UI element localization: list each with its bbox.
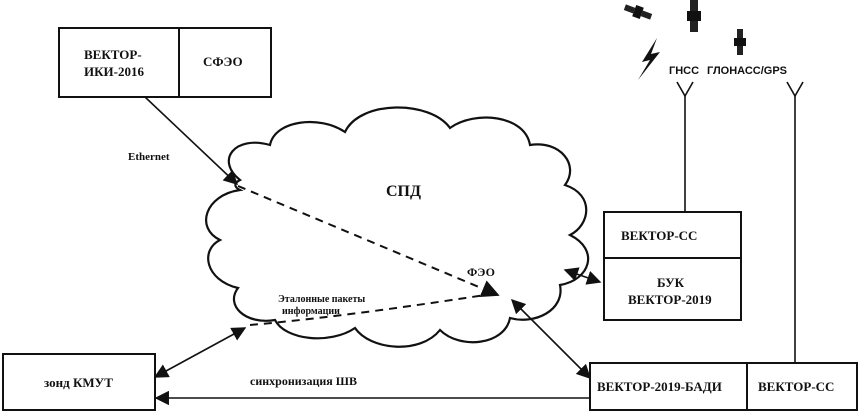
satellite-icon xyxy=(734,29,746,55)
cloud-buk-link xyxy=(563,267,602,285)
vektor-iki-box xyxy=(58,27,180,98)
ethernet-label: Ethernet xyxy=(128,151,170,163)
antenna-icon-bottom xyxy=(786,81,804,98)
vektor-ss-bottom-label: ВЕКТОР-СС xyxy=(758,379,834,394)
buk-box xyxy=(603,257,742,321)
badi-box xyxy=(589,362,748,411)
glonass-gps-label: ГЛОНАСС/GPS xyxy=(707,65,787,77)
packets-label-1: Эталонные пакеты xyxy=(278,294,365,305)
zond-kmut-label: зонд КМУТ xyxy=(44,375,113,390)
satellite-icon xyxy=(687,0,701,32)
zond-kmut-box xyxy=(2,353,156,411)
sync-label: синхронизация ШВ xyxy=(250,374,357,388)
ethernet-link xyxy=(144,96,239,185)
buk-label-2: ВЕКТОР-2019 xyxy=(628,292,712,307)
spd-title: СПД xyxy=(386,183,421,200)
satellite-icon xyxy=(623,4,653,20)
dashed-route-packets xyxy=(249,292,499,326)
antenna-icon-top xyxy=(676,81,694,98)
vektor-iki-label-1: ВЕКТОР- xyxy=(84,47,142,62)
sfeo-label: СФЭО xyxy=(203,54,243,69)
vektor-ss-top-label: ВЕКТОР-СС xyxy=(621,228,697,243)
vektor-ss-top-box xyxy=(603,211,742,259)
badi-label: ВЕКТОР-2019-БАДИ xyxy=(597,379,722,394)
cloud-badi-link xyxy=(510,298,592,380)
vektor-ss-bottom-box xyxy=(746,362,858,411)
dashed-route-feo xyxy=(237,185,500,298)
cloud-zond-link xyxy=(153,327,247,378)
vektor-iki-label-2: ИКИ-2016 xyxy=(84,64,144,79)
gnss-label: ГНСС xyxy=(669,65,699,77)
feo-label: ФЭО xyxy=(467,265,495,279)
buk-label-1: БУК xyxy=(657,275,685,290)
signal-lightning-icon xyxy=(638,38,660,80)
packets-label-2: информации xyxy=(282,306,340,317)
sfeo-box xyxy=(178,27,272,98)
spd-cloud xyxy=(205,106,590,348)
